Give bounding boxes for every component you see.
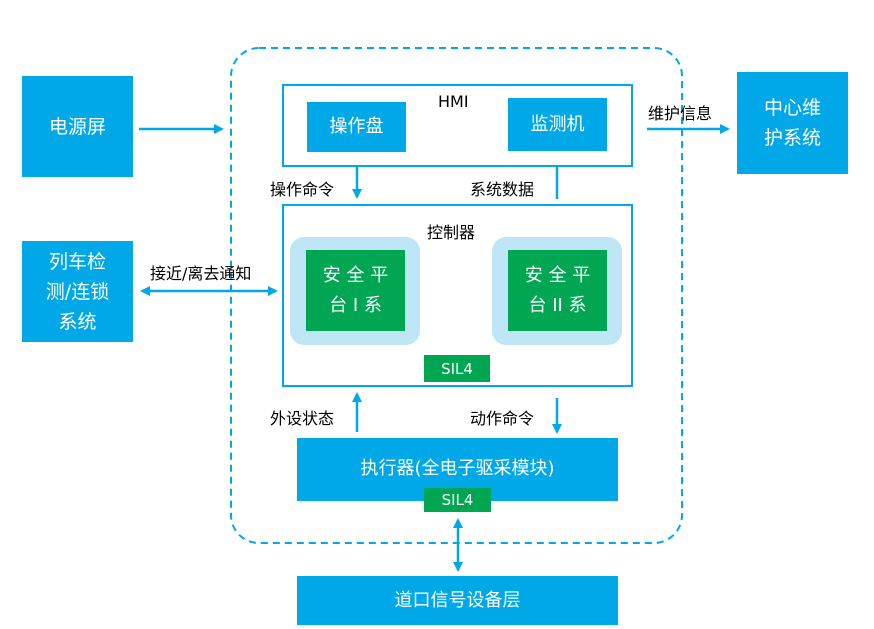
monitor-label: 监测机 (530, 113, 585, 135)
operation-command-label: 操作命令 (270, 180, 335, 199)
executor-label: 执行器(全电子驱采模块) (360, 458, 555, 479)
maintenance-info-label: 维护信息 (648, 104, 713, 123)
executor-sil-label: SIL4 (441, 491, 474, 509)
crossing-layer-label: 道口信号设备层 (394, 589, 521, 611)
train-detection-line3: 系统 (58, 310, 97, 333)
controller-title: 控制器 (427, 223, 476, 242)
monitor-box: 监测机 (508, 98, 607, 151)
system-data-label: 系统数据 (470, 180, 535, 199)
executor-sil-badge: SIL4 (424, 488, 491, 512)
peripheral-status-label: 外设状态 (270, 409, 335, 428)
hmi-title: HMI (438, 92, 469, 111)
controller-sil-badge: SIL4 (424, 355, 490, 382)
power-screen-box: 电源屏 (22, 76, 133, 177)
center-maintenance-line2: 护系统 (763, 127, 821, 149)
platform2-line2: 台 II 系 (528, 294, 587, 316)
operation-panel-box: 操作盘 (307, 102, 406, 152)
platform2-line1: 安 全 平 (524, 264, 591, 286)
center-maintenance-line1: 中心维 (763, 97, 821, 119)
platform1-box: 安 全 平 台 I 系 (306, 250, 405, 331)
train-detection-line2: 测/连锁 (45, 280, 110, 303)
approach-notice-label: 接近/离去通知 (150, 264, 252, 283)
platform1-line1: 安 全 平 (322, 264, 389, 286)
train-detection-box: 列车检 测/连锁 系统 (22, 241, 133, 342)
controller-sil-label: SIL4 (441, 359, 473, 378)
crossing-layer-box: 道口信号设备层 (297, 576, 618, 625)
center-maintenance-box: 中心维 护系统 (737, 72, 848, 174)
platform1-line2: 台 I 系 (329, 294, 382, 316)
action-command-label: 动作命令 (470, 409, 535, 428)
train-detection-line1: 列车检 (48, 250, 106, 273)
power-screen-label: 电源屏 (48, 115, 106, 138)
operation-panel-label: 操作盘 (329, 116, 384, 137)
platform2-box: 安 全 平 台 II 系 (508, 250, 607, 331)
